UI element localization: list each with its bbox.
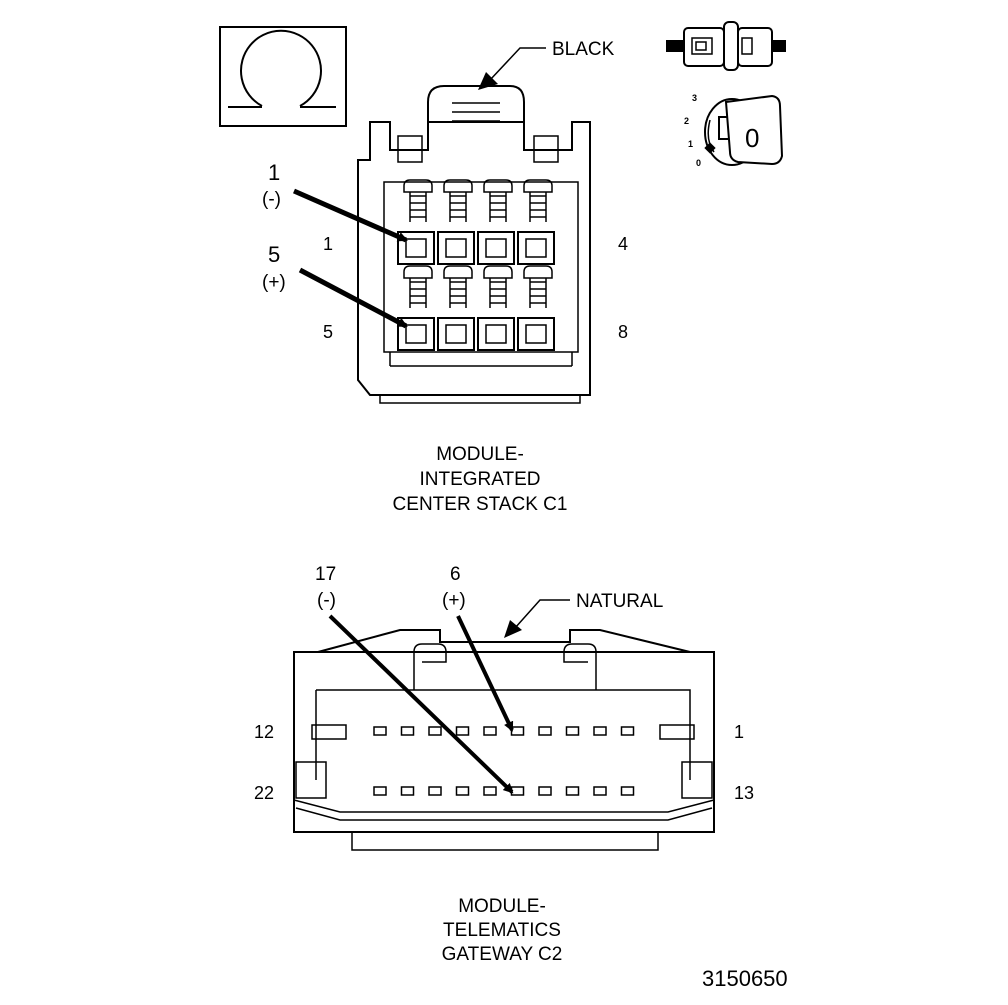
c1-callout-polarity-1: (-)	[262, 189, 281, 210]
c2-pin-label-bottom-right: 13	[734, 783, 754, 803]
c1-callout-polarity-5: (+)	[262, 272, 286, 293]
c2-pin-cavity	[483, 726, 497, 736]
c2-pin-cavity	[565, 786, 580, 796]
c1-title-line-1: MODULE-	[436, 444, 524, 465]
c1-title-line-2: INTEGRATED	[419, 469, 540, 490]
c1-pin-label-top-left: 1	[323, 234, 333, 254]
c1-pin-cavity	[397, 265, 435, 351]
c2-pin-cavity	[538, 786, 552, 796]
c1-pin-cavity	[517, 179, 555, 265]
connector-c1	[357, 85, 591, 404]
c1-callout-pin-1: 1	[268, 160, 280, 185]
c2-callout-pin-6: 6	[450, 564, 461, 585]
c2-pin-cavity	[373, 786, 387, 796]
key-position-1: 1	[688, 139, 693, 149]
c2-pin-cavity	[510, 786, 525, 796]
c2-pin-cavity	[428, 726, 442, 736]
c2-pin-cavity	[538, 726, 552, 736]
c1-pin-cavity	[477, 179, 515, 265]
c1-pin-label-bottom-left: 5	[323, 322, 333, 342]
c1-pin-cavity	[477, 265, 515, 351]
c2-pin-cavity	[593, 726, 607, 736]
ohm-symbol-icon	[219, 26, 347, 127]
c2-pin-cavity	[455, 786, 470, 796]
c2-pin-label-top-left: 12	[254, 722, 274, 742]
c2-pin-cavity	[400, 726, 415, 736]
key-position-2: 2	[684, 116, 689, 126]
connector-c2	[293, 629, 715, 851]
c2-pin-label-bottom-left: 22	[254, 783, 274, 803]
c1-title-line-3: CENTER STACK C1	[393, 494, 568, 515]
c1-pin-cavity	[437, 265, 475, 351]
c2-pin-label-top-right: 1	[734, 722, 744, 742]
c2-pin-cavity	[428, 786, 442, 796]
c2-pin-cavity	[400, 786, 415, 796]
c2-pin-cavity	[483, 786, 497, 796]
c2-key-slot-left	[311, 724, 347, 740]
key-position-0: 0	[696, 158, 701, 168]
c2-pin-cavity	[455, 726, 470, 736]
c1-callout-pin-5: 5	[268, 242, 280, 267]
c2-key-slot-right	[659, 724, 695, 740]
c2-color-label: NATURAL	[576, 591, 663, 612]
c2-pin-cavity	[620, 726, 635, 736]
c2-pin-cavity	[593, 786, 607, 796]
c2-title-line-3: GATEWAY C2	[442, 944, 563, 965]
c1-pin-cavity	[517, 265, 555, 351]
ignition-key-icon: 3 2 1 0 0	[684, 93, 784, 168]
c1-pin-label-top-right: 4	[618, 234, 628, 254]
figure-id: 3150650	[702, 966, 788, 991]
c2-pin-cavity	[373, 726, 387, 736]
c1-color-label: BLACK	[552, 39, 615, 60]
c1-pin-cavity	[437, 179, 475, 265]
c1-pin-label-bottom-right: 8	[618, 322, 628, 342]
c2-callout-polarity-6: (+)	[442, 590, 466, 611]
c2-title-line-2: TELEMATICS	[443, 920, 561, 941]
c2-pin-cavity	[620, 786, 635, 796]
connector-plug-icon	[666, 21, 786, 71]
key-position-3: 3	[692, 93, 697, 103]
c2-pin-cavity	[565, 726, 580, 736]
c2-callout-pin-17: 17	[315, 564, 336, 585]
key-digit: 0	[745, 123, 759, 153]
c2-callout-polarity-17: (-)	[317, 590, 336, 611]
c1-pin-cavity	[397, 179, 435, 265]
c2-title-line-1: MODULE-	[458, 896, 546, 917]
